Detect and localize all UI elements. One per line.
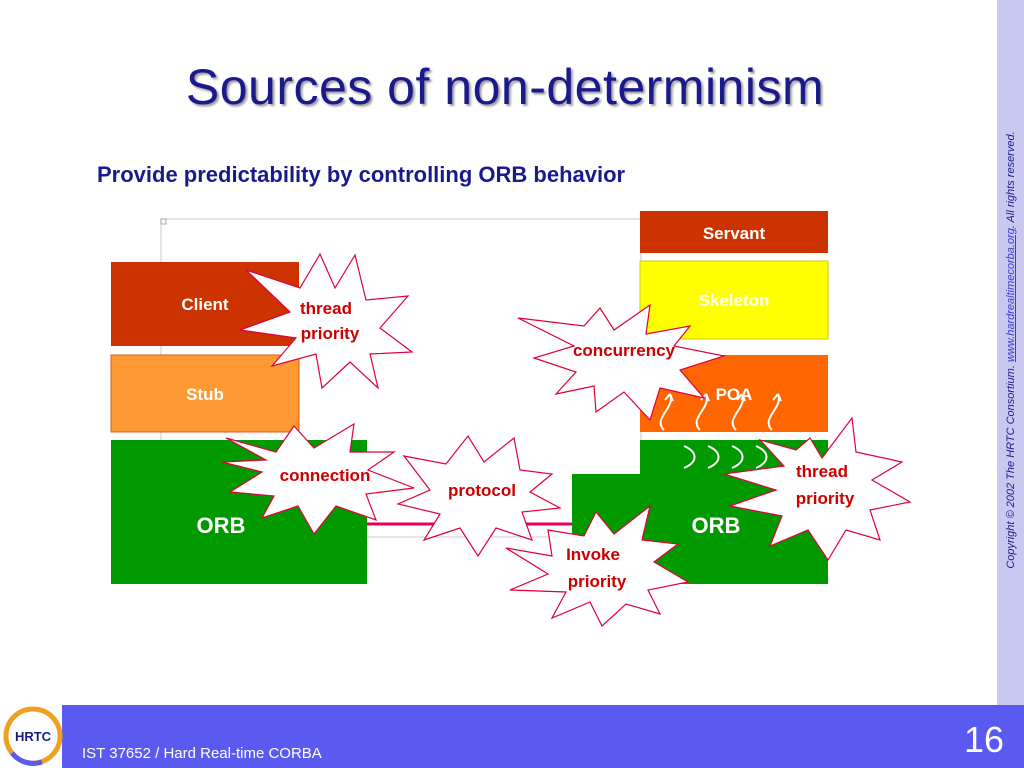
connection-burst (221, 422, 415, 536)
copyright-notice: Copyright © 2002 The HRTC Consortium. ww… (1003, 70, 1019, 630)
skeleton-label: Skeleton (699, 291, 770, 310)
protocol-label: protocol (448, 481, 516, 500)
hrtc-logo: HRTC (3, 706, 63, 766)
thread-priority-burst-server (723, 416, 912, 562)
thread-priority-server-line1: thread (796, 462, 848, 481)
poa-label: POA (716, 385, 753, 404)
protocol-burst (396, 434, 563, 558)
copyright-prefix: Copyright © 2002 The HRTC Consortium. (1005, 362, 1017, 569)
thread-priority-client-line2: priority (301, 324, 360, 343)
concurrency-label: concurrency (573, 341, 676, 360)
copyright-suffix: . All rights reserved. (1005, 131, 1017, 229)
thread-arrows-icon (659, 393, 782, 469)
orb-right-label: ORB (692, 513, 741, 538)
footer-course-text: IST 37652 / Hard Real-time CORBA (82, 745, 322, 762)
connection-label: connection (280, 466, 371, 485)
footer-bar: IST 37652 / Hard Real-time CORBA 16 (62, 705, 1024, 768)
invoke-priority-burst (505, 504, 690, 627)
orb-diagram: Client Stub ORB Servant Skeleton POA ORB… (110, 211, 912, 627)
orb-left-label: ORB (197, 513, 246, 538)
copyright-link[interactable]: www.hardrealtimecorba.org (1005, 228, 1017, 363)
logo-text: HRTC (15, 729, 52, 744)
page-number: 16 (963, 719, 1004, 760)
thread-priority-client-line1: thread (300, 299, 352, 318)
stub-block (110, 354, 300, 433)
slide-title: Sources of non-determinism (185, 59, 825, 115)
right-sidebar (997, 0, 1024, 705)
invoke-priority-line1: Invoke (566, 545, 620, 564)
servant-block (640, 211, 828, 253)
slide-subtitle: Provide predictability by controlling OR… (97, 162, 626, 187)
client-label: Client (181, 295, 229, 314)
thread-priority-server-line2: priority (796, 489, 855, 508)
frame-corner-icon (160, 218, 167, 225)
servant-label: Servant (703, 224, 766, 243)
thread-priority-burst-client (239, 252, 414, 390)
invoke-priority-line2: priority (568, 572, 627, 591)
stub-label: Stub (186, 385, 224, 404)
skeleton-block (639, 260, 829, 340)
concurrency-burst (517, 303, 727, 422)
